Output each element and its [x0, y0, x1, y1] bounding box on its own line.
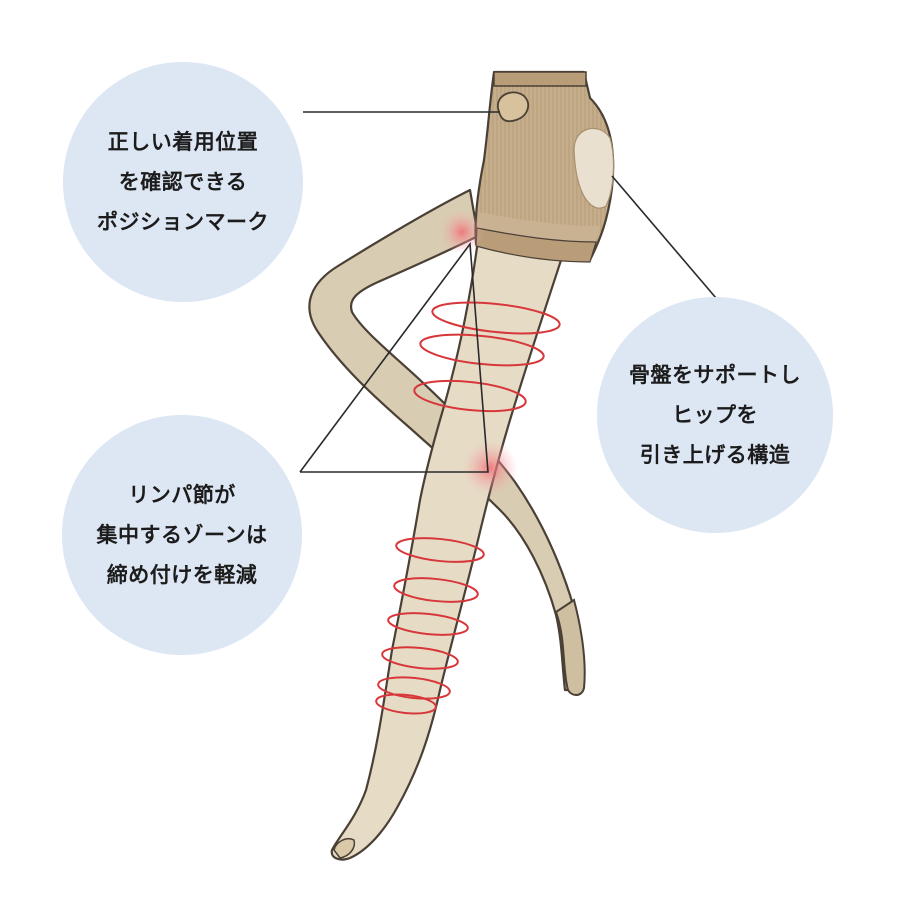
compression-ring [387, 612, 469, 636]
back-foot [554, 598, 586, 696]
front-toe [333, 838, 356, 859]
compression-rings [375, 301, 561, 715]
leader-line-lymph-zone [299, 241, 489, 473]
compression-ring [393, 577, 479, 603]
waistband [493, 71, 587, 87]
pressure-points [440, 210, 518, 496]
callout-lymph-zone: リンパ節が 集中するゾーンは 締め付けを軽減 [62, 415, 302, 655]
compression-ring [375, 693, 437, 715]
compression-ring [419, 333, 545, 367]
callout-line: ヒップを [672, 403, 758, 427]
compression-ring [431, 301, 561, 335]
callout-line: 正しい着用位置 [107, 130, 259, 154]
callout-line: 締め付けを軽減 [106, 563, 258, 587]
pressure-point-glow [462, 440, 518, 496]
callout-line: リンパ節が [128, 483, 236, 507]
panty-band-lower [475, 227, 597, 263]
pressure-point-glow [440, 210, 484, 254]
compression-ring [395, 537, 485, 563]
compression-ring [381, 646, 459, 670]
leader-line-hip-support [611, 175, 717, 299]
callout-line: 集中するゾーンは [96, 523, 268, 547]
callout-position-mark: 正しい着用位置 を確認できる ポジションマーク [63, 62, 303, 302]
callout-line: 引き上げる構造 [639, 443, 791, 467]
callout-line: ポジションマーク [97, 210, 269, 234]
callout-line: を確認できる [118, 170, 248, 194]
compression-ring [413, 379, 527, 413]
callout-hip-support: 骨盤をサポートし ヒップを 引き上げる構造 [597, 297, 833, 533]
panty-band-upper [477, 212, 600, 242]
callout-line: 骨盤をサポートし [629, 363, 801, 387]
compression-ring [377, 676, 451, 700]
position-mark [497, 91, 530, 123]
